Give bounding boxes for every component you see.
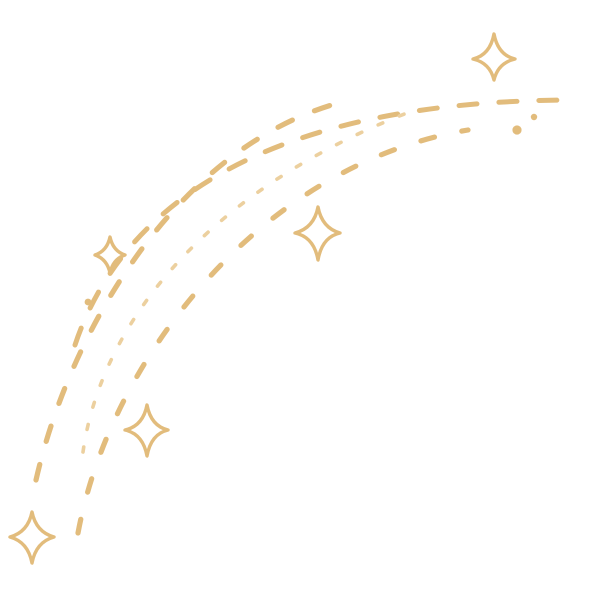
dotted-trail — [81, 106, 422, 454]
sparkle-dot — [84, 298, 92, 306]
sparkle-dot — [530, 113, 538, 121]
sparkle-icon — [123, 403, 170, 458]
sparkle-icon — [293, 205, 342, 262]
sparkle-dot — [512, 125, 522, 135]
sparkle-icon — [8, 510, 56, 565]
dashed-trail-outer — [33, 97, 353, 483]
sparkle-icon — [93, 235, 127, 275]
dashed-trail-inner — [75, 127, 471, 536]
sparkle-icon — [471, 32, 517, 82]
